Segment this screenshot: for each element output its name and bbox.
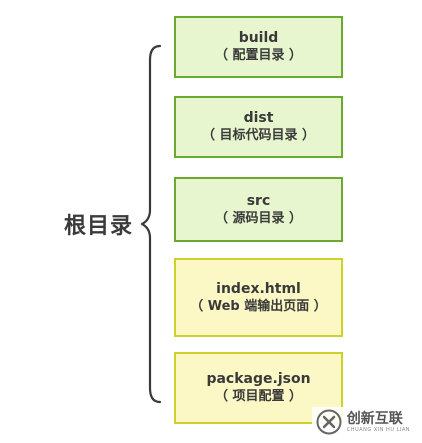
- node-name: src: [246, 192, 271, 209]
- node-name: index.html: [216, 280, 301, 297]
- node-dist: dist （ 目标代码目录 ）: [174, 96, 343, 158]
- node-desc: （ 项目配置 ）: [214, 389, 303, 404]
- node-desc: （ 源码目录 ）: [214, 210, 303, 226]
- node-desc: （ Web 端输出页面 ）: [190, 298, 327, 314]
- node-name: package.json: [206, 371, 311, 387]
- node-src: src （ 源码目录 ）: [174, 177, 343, 242]
- node-index-html: index.html （ Web 端输出页面 ）: [174, 258, 343, 337]
- watermark-subtext: CHUANG XIN HU LIAN: [346, 426, 410, 433]
- node-desc: （ 目标代码目录 ）: [201, 128, 316, 143]
- node-name: build: [238, 30, 279, 46]
- node-package-json: package.json （ 项目配置 ）: [174, 352, 343, 424]
- watermark-text: 创新互联: [346, 410, 403, 427]
- watermark: 创新互联 CHUANG XIN HU LIAN: [311, 407, 416, 437]
- chuangxin-logo-icon: [316, 409, 342, 435]
- root-directory-label: 根目录: [64, 214, 134, 239]
- node-build: build （ 配置目录 ）: [174, 16, 343, 78]
- node-name: dist: [243, 110, 274, 126]
- node-desc: （ 配置目录 ）: [214, 48, 303, 63]
